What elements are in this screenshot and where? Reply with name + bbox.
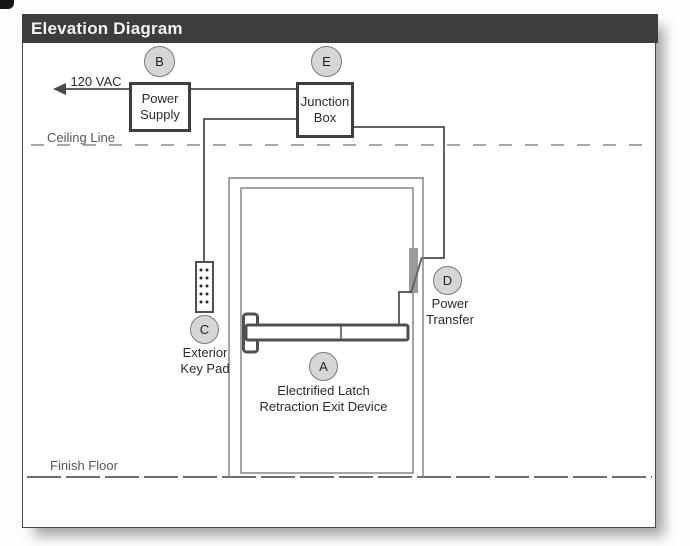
keypad-button [199, 300, 203, 304]
power-transfer-loop [410, 256, 423, 294]
exit-device-label-line1: Electrified Latch [277, 383, 370, 398]
exit-device-label: Electrified Latch Retraction Exit Device [233, 383, 414, 415]
power-transfer-label: Power Transfer [406, 296, 494, 328]
keypad-button [205, 268, 209, 272]
power-supply-box: Power Supply [129, 82, 191, 132]
junction-box: Junction Box [296, 82, 354, 138]
marker-b: B [144, 46, 175, 77]
power-supply-label-line1: Power [141, 90, 179, 106]
marker-a: A [309, 352, 338, 381]
wire-junction-to-keypad [203, 118, 296, 263]
keypad-button [199, 284, 203, 288]
keypad-body [195, 261, 214, 313]
keypad-button [199, 292, 203, 296]
arrowhead-120vac [53, 83, 66, 95]
scan-corner-artifact [0, 0, 14, 9]
junction-box-label-line1: Junction [300, 93, 350, 109]
wire-junction-to-power-transfer [354, 126, 445, 259]
page: Elevation Diagram [22, 14, 658, 528]
power-supply-label-line2: Supply [140, 107, 180, 122]
exit-device-label-line2: Retraction Exit Device [259, 398, 388, 414]
exterior-key-pad-label: Exterior Key Pad [154, 345, 256, 377]
exterior-key-pad-label-line2: Key Pad [180, 360, 230, 376]
exterior-key-pad-label-line1: Exterior [182, 345, 228, 360]
title-bar: Elevation Diagram [22, 14, 658, 43]
keypad-button [199, 268, 203, 272]
door-leaf [240, 187, 414, 474]
keypad-button [205, 292, 209, 296]
door-frame [228, 177, 424, 477]
marker-e: E [311, 46, 342, 77]
finish-floor-label: Finish Floor [50, 458, 118, 473]
power-transfer-label-line1: Power [431, 296, 469, 311]
junction-box-label-line2: Box [313, 110, 337, 125]
marker-d: D [433, 266, 462, 295]
keypad-button [205, 300, 209, 304]
exit-device-bar [244, 323, 410, 342]
marker-c: C [190, 315, 219, 344]
keypad-button [199, 276, 203, 280]
power-transfer-bar [409, 248, 418, 293]
wire-transfer-to-exit-device [398, 291, 412, 326]
keypad-button [205, 284, 209, 288]
keypad-button [205, 276, 209, 280]
ceiling-line-label: Ceiling Line [47, 130, 115, 145]
elevation-diagram-drawing [27, 83, 652, 478]
power-transfer-label-line2: Transfer [426, 311, 474, 327]
voltage-label: 120 VAC [70, 74, 122, 89]
page-title: Elevation Diagram [31, 18, 183, 38]
